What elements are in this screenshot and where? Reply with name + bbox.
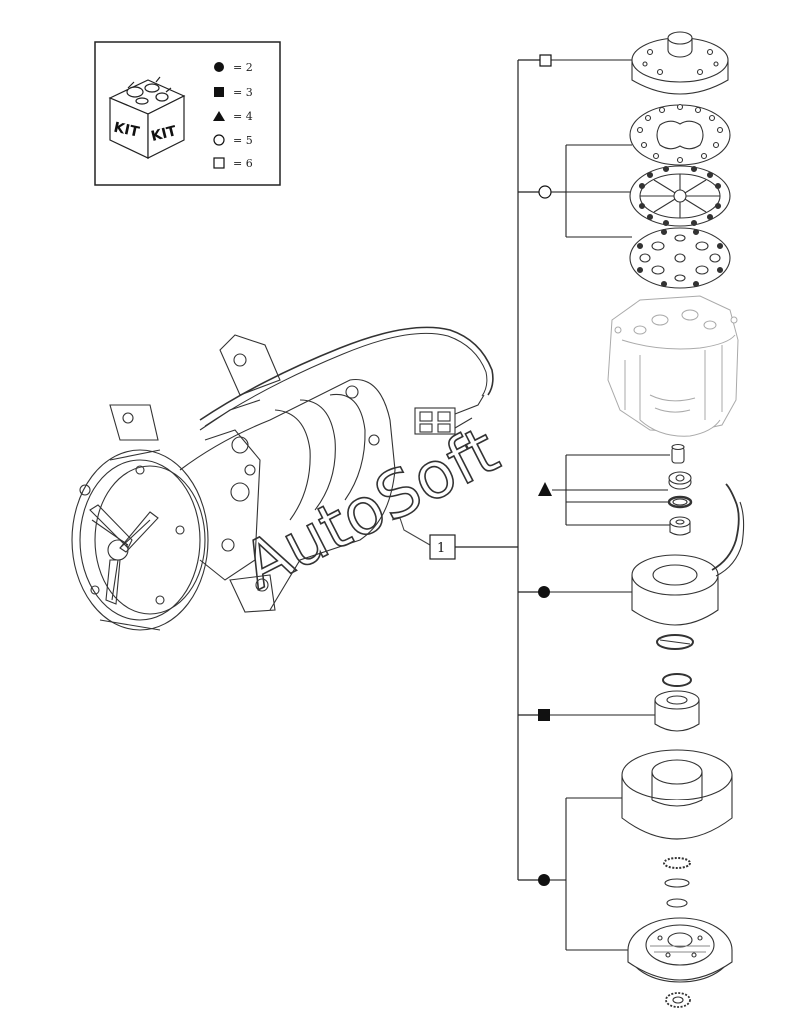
- part-clutch-coil: [538, 483, 745, 650]
- kit-box-icon: [108, 76, 186, 159]
- legend-text-2: = 3: [233, 86, 253, 99]
- filled-square-icon: [214, 87, 224, 97]
- legend-text-4: = 5: [233, 134, 253, 147]
- open-circle-icon: [213, 134, 225, 146]
- legend-text-3: = 4: [233, 110, 253, 123]
- compressor-assembly: [71, 326, 494, 631]
- filled-circle-icon: [214, 62, 224, 72]
- filled-triangle-icon: [213, 111, 225, 121]
- open-square-marker: [539, 54, 552, 67]
- filled-circle-marker-2: [538, 874, 550, 886]
- part-compressor-head: [607, 295, 739, 437]
- part-pulley-clutch: [538, 749, 733, 1008]
- legend-text-1: = 2: [233, 61, 253, 74]
- legend-text-5: = 6: [233, 157, 253, 170]
- reference-box: 1: [429, 534, 518, 560]
- kit-legend-box: KIT KIT = 2 = 3 = 4 = 5 = 6: [94, 41, 281, 186]
- part-shaft-seal: [538, 673, 700, 732]
- filled-circle-marker: [538, 586, 550, 598]
- part-cover-plate: [539, 31, 729, 95]
- open-square-icon: [213, 157, 225, 169]
- watermark-text: AutoSoft: [232, 414, 511, 605]
- kit-label-right: KIT: [149, 123, 178, 145]
- kit-label-left: KIT: [112, 120, 141, 141]
- filled-triangle-marker: [538, 482, 552, 496]
- bracket-lines: [517, 59, 540, 881]
- reference-box-label: 1: [437, 541, 445, 556]
- part-gasket-set: [538, 103, 731, 289]
- filled-square-marker: [538, 709, 550, 721]
- part-seal-kit: [538, 443, 693, 536]
- open-circle-marker: [538, 185, 552, 199]
